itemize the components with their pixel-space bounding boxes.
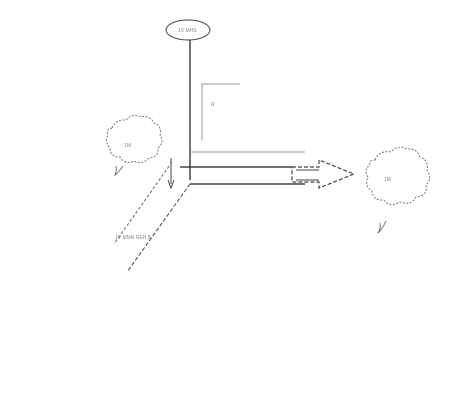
right-cloud-node: 1M — [365, 146, 431, 234]
diagonal-label: 1V MMR REH B — [115, 235, 152, 241]
right-cloud-label: 1M — [384, 177, 391, 183]
main-horizontal-bar — [180, 151, 305, 185]
left-cloud-label: 1M — [124, 143, 131, 149]
down-arrow — [167, 158, 175, 190]
left-cloud-node: 1M — [105, 115, 163, 177]
corner-label: R — [211, 102, 215, 108]
right-block-arrow — [291, 159, 356, 189]
corner-bracket: R — [201, 83, 240, 140]
top-ellipse-label: 1V MHS — [178, 28, 197, 34]
top-ellipse-node: 1V MHS — [165, 19, 211, 41]
diagonal-lines: 1V MMR REH B — [113, 161, 191, 273]
